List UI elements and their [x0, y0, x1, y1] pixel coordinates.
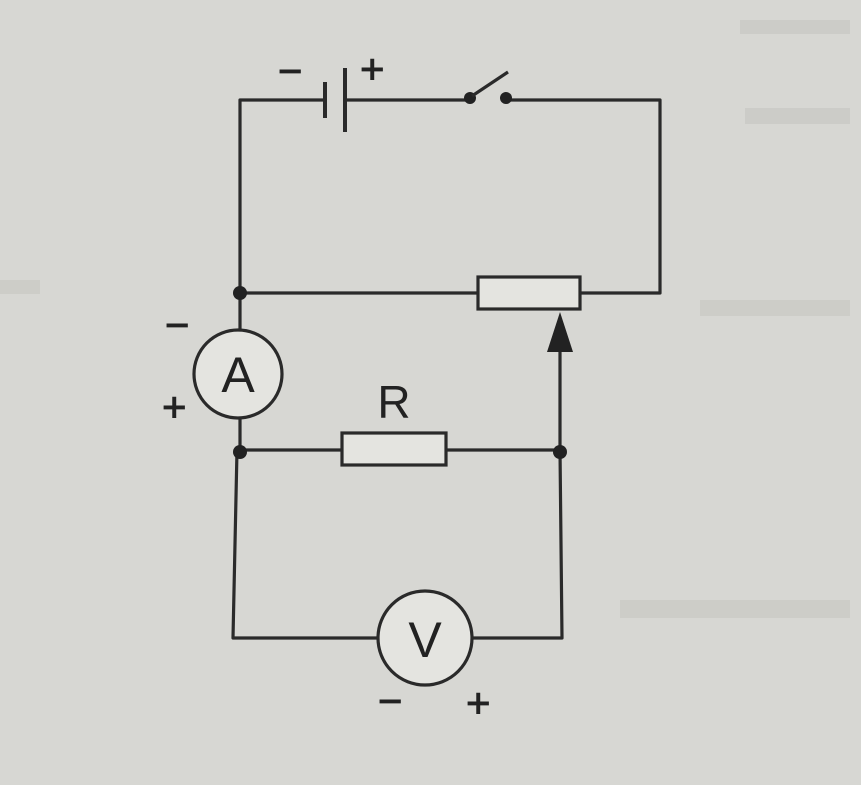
- resistor-label: R: [377, 376, 410, 428]
- rheostat-slider: [547, 312, 573, 452]
- rheostat: [476, 275, 582, 311]
- ammeter-positive-sign: +: [160, 387, 189, 427]
- battery: [323, 68, 347, 132]
- junction-nodes: [233, 286, 567, 459]
- ammeter-negative-sign: −: [163, 305, 192, 345]
- junction-node: [553, 445, 567, 459]
- voltmeter-branch-wires: [231, 448, 564, 640]
- battery-positive-sign: +: [358, 49, 387, 89]
- bleed-through-marks: [0, 20, 850, 618]
- ammeter-symbol: A: [221, 347, 255, 403]
- top-branch-wires: [238, 98, 662, 295]
- voltmeter-symbol: V: [408, 612, 442, 668]
- ammeter: [192, 328, 284, 420]
- junction-node: [233, 445, 247, 459]
- switch: [464, 70, 512, 104]
- resistor: [340, 431, 448, 467]
- voltmeter-negative-sign: −: [376, 681, 405, 721]
- junction-node: [233, 286, 247, 300]
- voltmeter-positive-sign: +: [464, 683, 493, 723]
- battery-negative-sign: −: [276, 51, 305, 91]
- voltmeter: [376, 589, 474, 687]
